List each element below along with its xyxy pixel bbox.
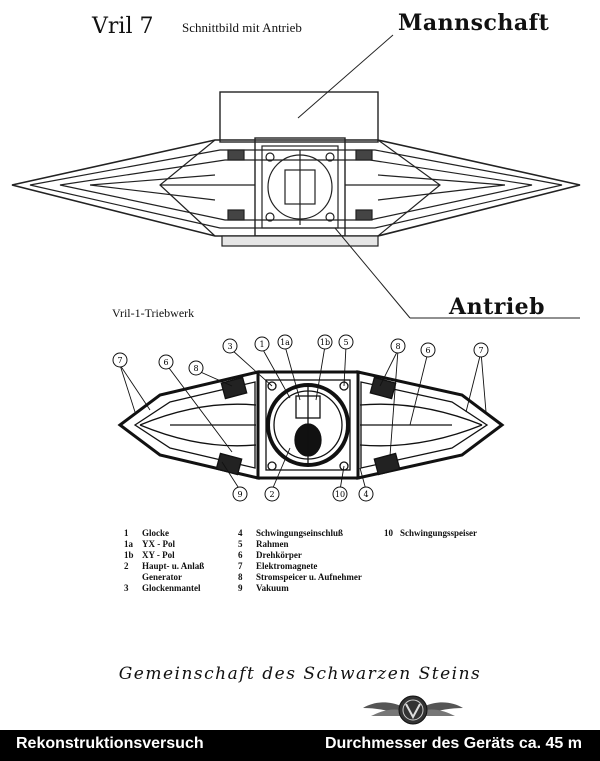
svg-text:1: 1 (259, 340, 264, 349)
svg-text:3: 3 (227, 342, 232, 351)
coil-block (215, 452, 243, 476)
callout: 8 (188, 360, 204, 376)
society-name: Gemeinschaft des Schwarzen Steins (118, 664, 482, 684)
svg-text:10: 10 (335, 490, 345, 499)
footer-bar: Rekonstruktionsversuch Durchmesser des G… (0, 730, 600, 761)
svg-text:9: 9 (237, 490, 242, 499)
engine-bell-frame (256, 370, 360, 480)
svg-text:1b: 1b (320, 338, 330, 347)
engine-callouts: 7 6 8 3 1 1a 1b 5 8 6 7 9 2 10 4 (112, 334, 489, 502)
callout: 4 (358, 486, 374, 502)
callout: 5 (338, 334, 354, 350)
footer-left-text: Rekonstruktionsversuch (16, 735, 204, 752)
callout: 9 (232, 486, 248, 502)
callout: 1 (254, 336, 270, 352)
callout: 6 (420, 342, 436, 358)
callout: 7 (112, 352, 128, 368)
callout: 2 (264, 486, 280, 502)
svg-text:8: 8 (193, 364, 198, 373)
svg-text:7: 7 (478, 346, 483, 355)
svg-text:2: 2 (269, 490, 274, 499)
coil-block (369, 376, 397, 400)
callout: 7 (473, 342, 489, 358)
base-plate (221, 235, 379, 247)
legend-item: Generator (142, 572, 182, 582)
callout: 3 (222, 338, 238, 354)
svg-text:1a: 1a (280, 338, 290, 347)
footer-right-text: Durchmesser des Geräts ca. 45 m (324, 735, 582, 752)
coil-block (220, 376, 248, 400)
callout: 6 (158, 354, 174, 370)
callout: 8 (390, 338, 406, 354)
callout: 1b (317, 334, 333, 350)
crew-label: Mannschaft (398, 10, 550, 36)
coil-block (373, 452, 401, 476)
svg-text:8: 8 (395, 342, 400, 351)
engine-label: Vril-1-Triebwerk (112, 306, 195, 320)
drive-label: Antrieb (449, 294, 546, 320)
diagram-title: Vril 7 (92, 14, 154, 39)
svg-text:6: 6 (425, 346, 430, 355)
svg-text:6: 6 (163, 358, 168, 367)
callout: 1a (277, 334, 293, 350)
svg-text:4: 4 (363, 490, 368, 499)
callout: 10 (332, 486, 348, 502)
cross-section-drawing (11, 34, 581, 319)
engine-drawing: 7 6 8 3 1 1a 1b 5 8 6 7 9 2 10 4 (112, 334, 505, 502)
svg-text:7: 7 (117, 356, 122, 365)
diagram-subtitle: Schnittbild mit Antrieb (182, 20, 302, 35)
svg-text:5: 5 (343, 338, 348, 347)
